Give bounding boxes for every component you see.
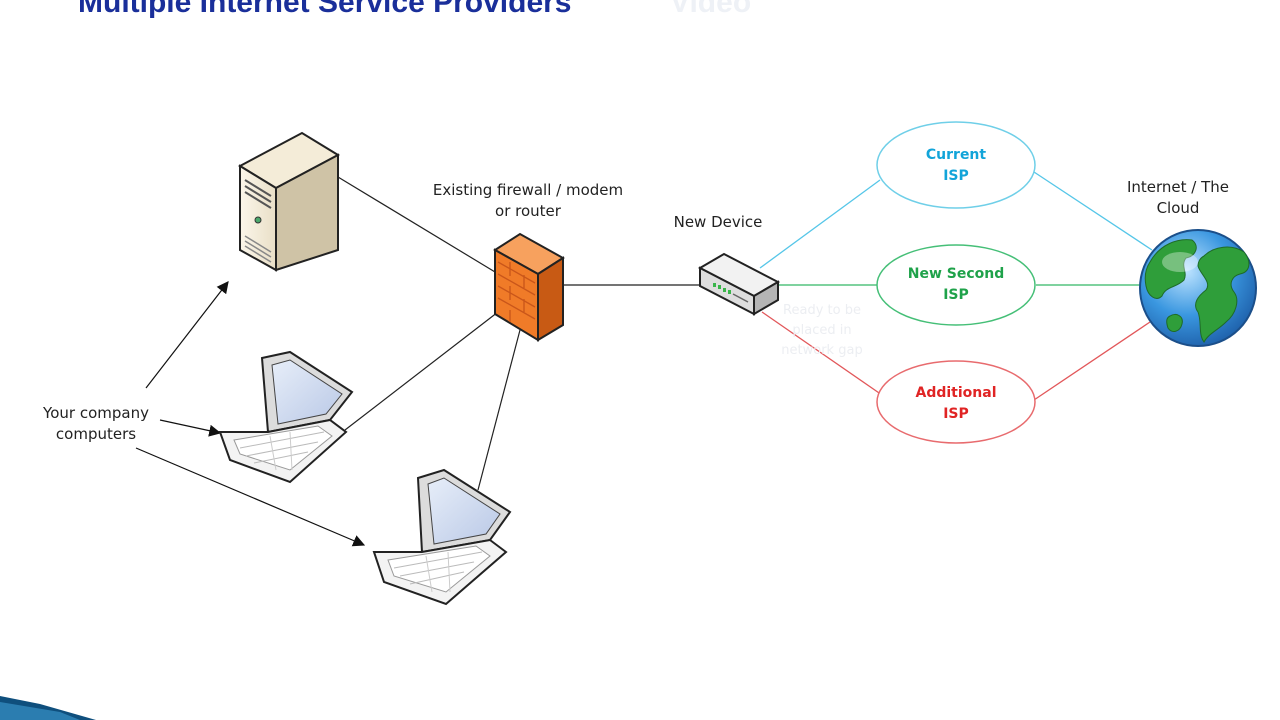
isp-current-label-line2: ISP [943,168,969,184]
globe-icon [1139,229,1257,347]
slide-title-ghost: Video [670,0,752,19]
isp-second: New Second ISP [876,244,1036,326]
ghost-note-line3: network gap [781,343,862,358]
isp-additional-label-line2: ISP [943,406,969,422]
wired-links [337,176,700,491]
internet-label-line2: Cloud [1157,199,1200,217]
isp-second-label-line2: ISP [943,287,969,303]
link-current-isp-cloud [1033,171,1153,251]
isp-current-label-line1: Current [926,147,987,163]
internet-label-line1: Internet / The [1127,178,1229,196]
computers-label-line2: computers [56,425,136,443]
firewall-label-line2: or router [495,202,562,220]
firewall-icon [493,232,565,342]
isp-second-ellipse [876,244,1036,326]
link-device-additional-isp [761,311,883,396]
ghost-note-line2: placed in [792,323,851,338]
firewall-label-line1: Existing firewall / modem [433,181,623,199]
isp-links [759,171,1153,401]
link-laptop1-firewall [344,311,499,431]
isp-additional-ellipse [876,360,1036,444]
computers-label-line1: Your company [42,404,149,422]
arrow-to-laptop1 [159,419,222,437]
arrow-to-laptop2 [135,447,366,547]
link-device-current-isp [759,179,881,269]
arrow-to-server [145,281,229,389]
server-icon [237,131,341,272]
link-additional-isp-cloud [1033,321,1151,401]
ghost-note-line1: Ready to be [783,303,861,318]
link-laptop2-firewall [477,329,521,491]
new-device-label: New Device [674,213,763,231]
computer-arrows [135,281,366,547]
slide-title: Multiple Internet Service Providers [78,0,572,19]
isp-current-ellipse [876,121,1036,209]
new-device-icon [697,252,781,316]
laptop-icon-1 [218,350,354,484]
isp-current: Current ISP [876,121,1036,209]
laptop-icon-2 [372,468,512,606]
isp-additional: Additional ISP [876,360,1036,444]
isp-second-label-line1: New Second [908,266,1005,282]
link-server-firewall [337,176,501,276]
corner-accent [0,696,96,720]
isp-additional-label-line1: Additional [916,385,997,401]
